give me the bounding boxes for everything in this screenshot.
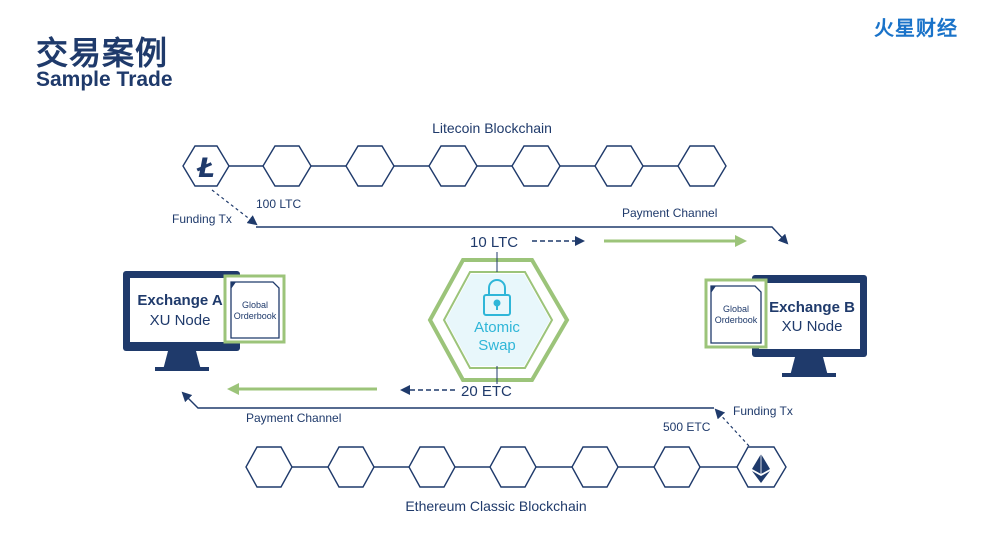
ethereum-block: [489, 446, 537, 488]
monitor-icon: [123, 271, 240, 371]
atomic-swap-hexagon: [427, 258, 570, 382]
litecoin-block: [594, 145, 644, 187]
ethereum-chain: [245, 446, 787, 488]
ethereum-block: [571, 446, 619, 488]
swap-amount-ltc: 10 LTC: [470, 234, 518, 251]
atomic-swap-line1: Atomic: [474, 319, 520, 336]
ethereum-chain-label: Ethereum Classic Blockchain: [405, 498, 586, 514]
litecoin-chain: [182, 145, 727, 187]
exchange-b-node: XU Node: [782, 318, 843, 335]
exchange-a-name: Exchange A: [137, 292, 222, 309]
litecoin-channel-label: Payment Channel: [622, 206, 717, 220]
document-icon: [230, 281, 280, 339]
ethereum-channel-label: Payment Channel: [246, 411, 341, 425]
exchange-b-orderbook-line2: Orderbook: [715, 315, 758, 325]
ethereum-block: [408, 446, 456, 488]
ethereum-funding-label: Funding Tx: [733, 404, 793, 418]
exchange-b-orderbook-line1: Global: [723, 304, 749, 314]
swap-amount-etc: 20 ETC: [461, 383, 512, 400]
exchange-a-orderbook: Global Orderbook: [223, 274, 286, 344]
ethereum-funding-arrow: [714, 408, 750, 447]
document-icon: [710, 285, 762, 344]
ethereum-amount: 500 ETC: [663, 420, 711, 434]
brand-logo: 火星财经: [874, 16, 958, 40]
ethereum-icon: [752, 454, 770, 483]
litecoin-block: [182, 145, 230, 187]
litecoin-block: [262, 145, 312, 187]
exchange-a-node: XU Node: [150, 312, 211, 329]
exchange-a-orderbook-line2: Orderbook: [234, 311, 277, 321]
litecoin-block: [345, 145, 395, 187]
ethereum-block: [245, 446, 293, 488]
monitor-icon: [752, 275, 867, 377]
ethereum-block: [736, 446, 787, 488]
atomic-swap-line2: Swap: [478, 337, 516, 354]
ethereum-block: [653, 446, 701, 488]
exchange-b-name: Exchange B: [769, 299, 855, 316]
litecoin-funding-label: Funding Tx: [172, 212, 232, 226]
litecoin-payment-channel-line: [256, 226, 789, 245]
litecoin-chain-label: Litecoin Blockchain: [432, 120, 552, 136]
ethereum-block: [327, 446, 375, 488]
ethereum-payment-channel-line: [181, 391, 714, 409]
lock-icon: [483, 279, 511, 316]
exchange-a-orderbook-line1: Global: [242, 300, 268, 310]
litecoin-amount: 100 LTC: [256, 197, 301, 211]
litecoin-block: [428, 145, 478, 187]
litecoin-block: [677, 145, 727, 187]
exchange-b-orderbook: Global Orderbook: [704, 278, 768, 349]
litecoin-block: [511, 145, 561, 187]
page-title-en: Sample Trade: [36, 68, 173, 91]
litecoin-icon: Ł: [196, 153, 215, 184]
page-title-cn: 交易案例: [36, 34, 169, 72]
